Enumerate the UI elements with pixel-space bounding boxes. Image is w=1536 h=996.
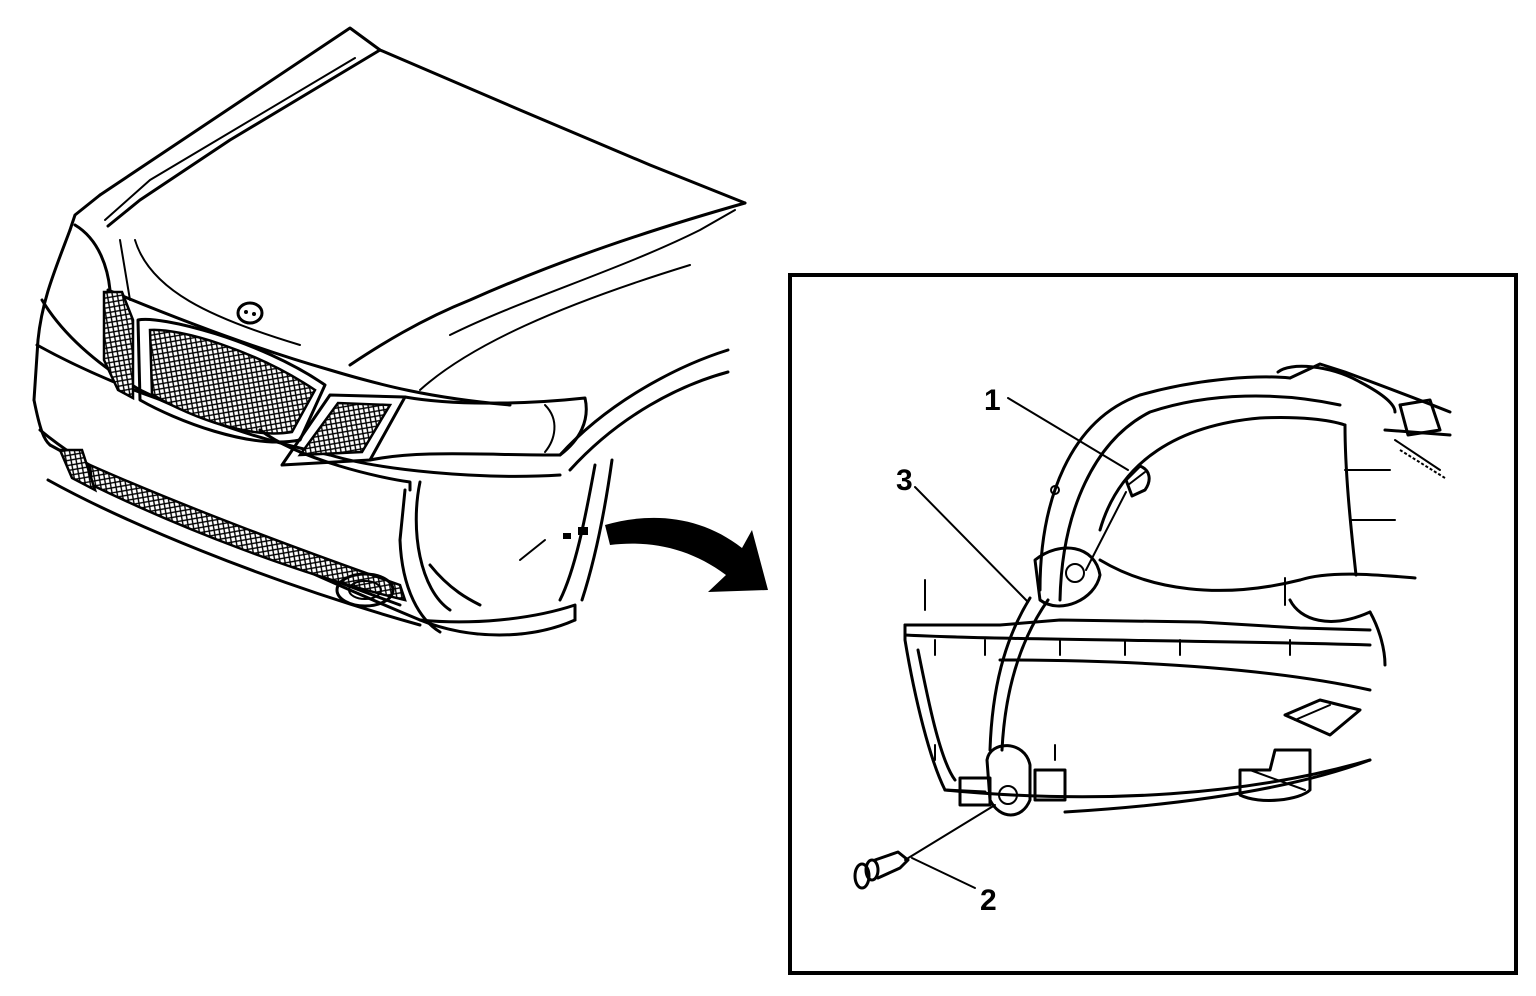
bumper-fascia [903,577,1372,814]
leader-line-3 [914,486,1029,603]
callout-3: 3 [896,464,913,497]
curved-arrow-icon [605,517,768,592]
detail-inset: 1 2 3 [788,273,1518,975]
fender-liner [1038,362,1452,667]
callout-1: 1 [984,384,1001,417]
nut-fastener [1085,464,1151,571]
push-pin-fastener [853,804,996,890]
ground-strap [985,546,1102,817]
vehicle-front-view [32,26,747,637]
leader-line-1 [1007,397,1129,471]
callout-2: 2 [980,884,997,917]
leader-line-2 [911,857,976,889]
